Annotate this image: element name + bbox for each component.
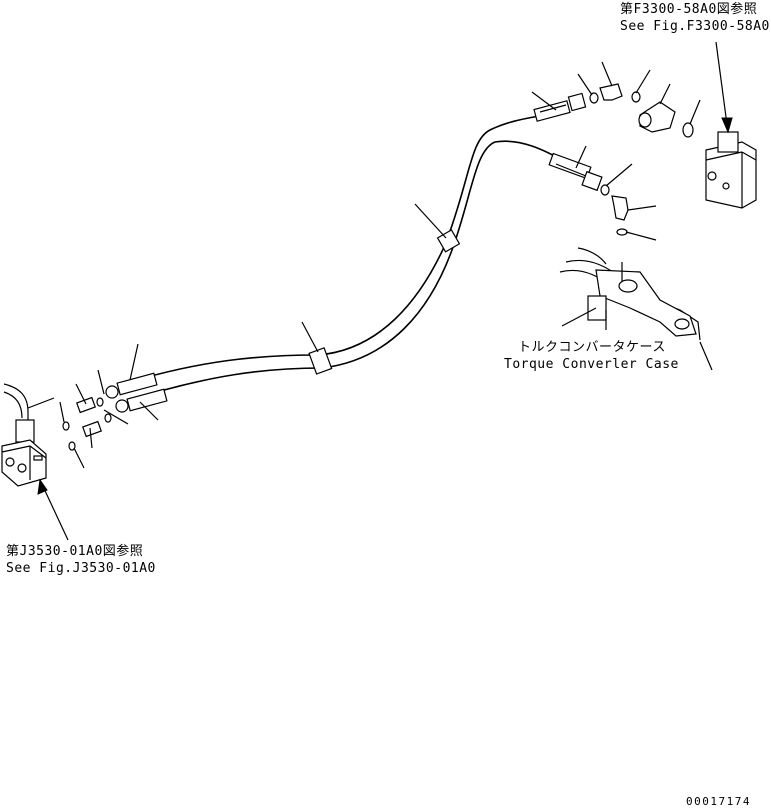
callout-converter-en: Torque Converler Case <box>504 357 679 372</box>
left-fittings <box>27 343 168 469</box>
callout-converter-jp: トルクコンバータケース <box>518 340 666 355</box>
callout-left-en: See Fig.J3530-01A0 <box>6 561 156 576</box>
top-fittings <box>301 61 701 353</box>
hose-assembly <box>119 111 566 401</box>
callout-left-jp: 第J3530-01A0図参照 <box>6 544 144 559</box>
drawing-number: 00017174 <box>686 795 751 808</box>
callout-top-right-jp: 第F3300-58A0図参照 <box>620 2 758 17</box>
callout-top-right-en: See Fig.F3300-58A0 <box>620 19 770 34</box>
control-valve <box>705 41 757 209</box>
pressure-block <box>1 383 69 541</box>
torque-converter-case <box>559 247 713 371</box>
